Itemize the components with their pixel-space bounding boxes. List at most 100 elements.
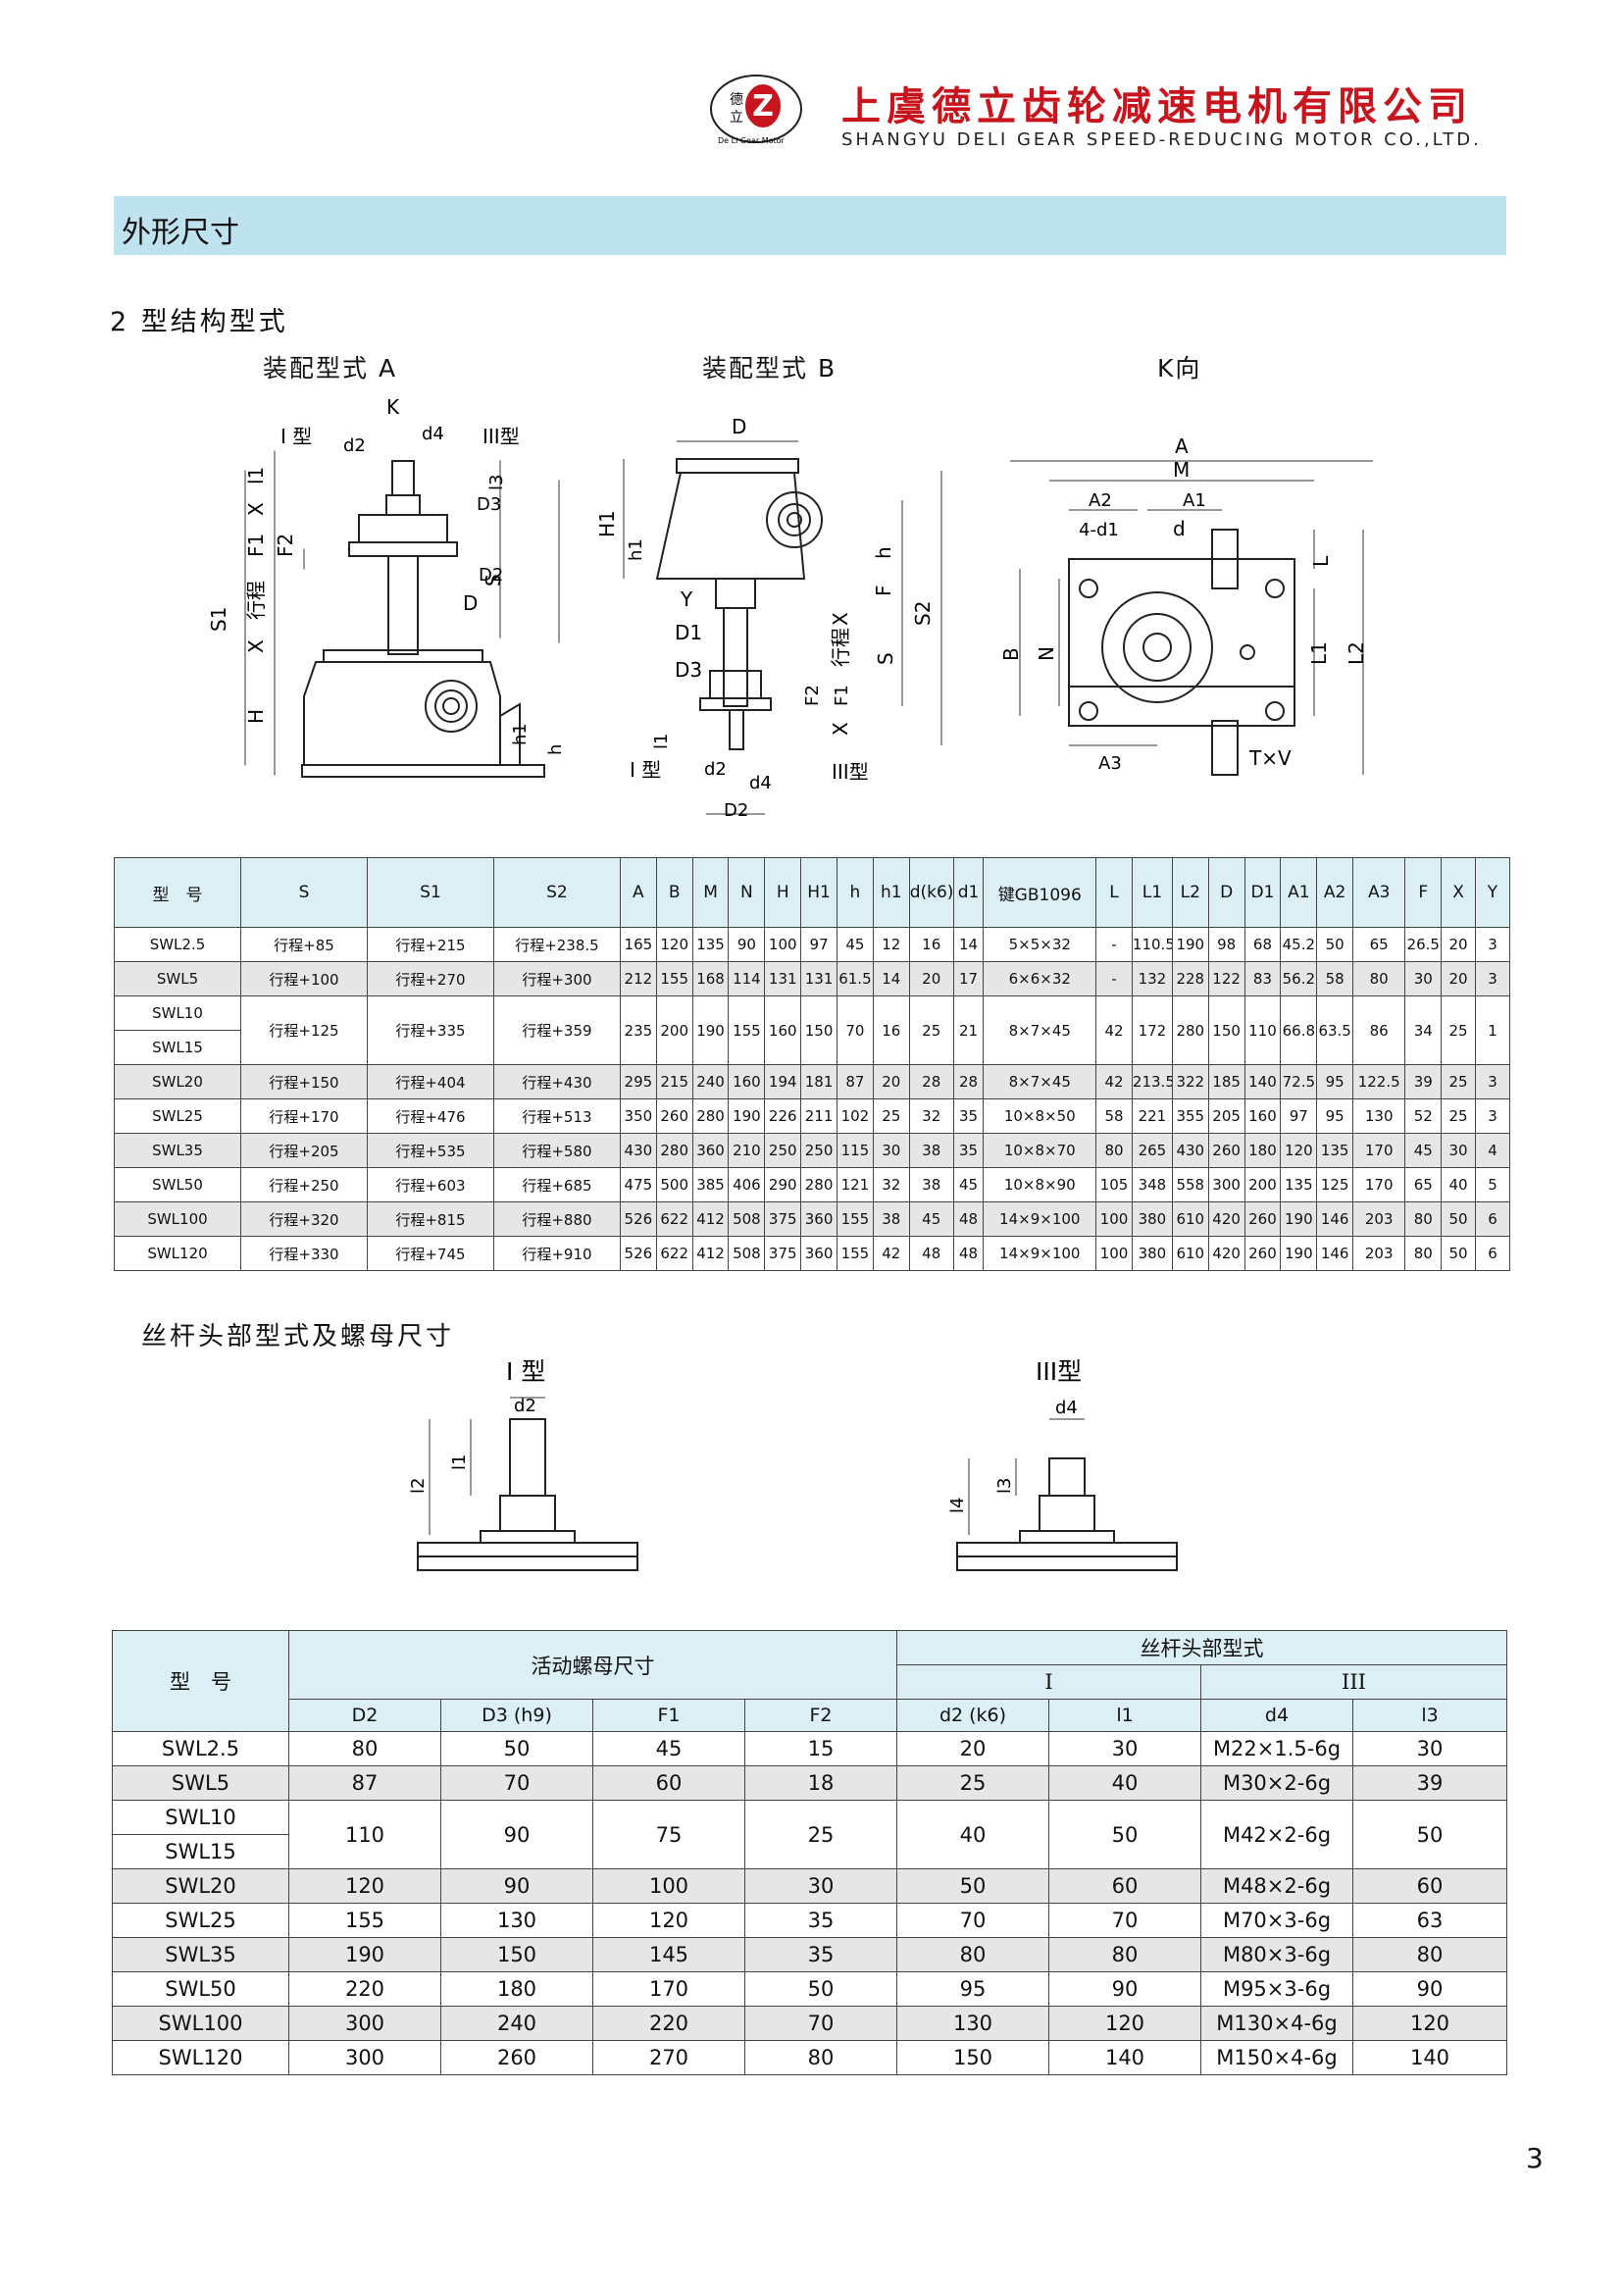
table-cell: 172	[1131, 995, 1173, 1065]
table-cell: 行程+535	[366, 1133, 494, 1168]
table-cell: 610	[1171, 1236, 1209, 1271]
table-cell: 260	[1207, 1133, 1245, 1168]
table-cell: 375	[764, 1201, 802, 1237]
table-cell: 6	[1474, 1201, 1511, 1237]
table-cell: 32	[908, 1098, 954, 1134]
table-cell: 25	[1441, 1064, 1476, 1099]
table-cell: 61.5	[837, 961, 874, 996]
table-cell: 60	[592, 1765, 745, 1801]
table-cell: 80	[1404, 1236, 1443, 1271]
table-cell: 25	[872, 1098, 910, 1134]
sub-header: F1	[592, 1699, 745, 1732]
table-cell: 17	[952, 961, 985, 996]
svg-text:l1: l1	[244, 467, 268, 484]
table-cell: 8×7×45	[983, 1064, 1097, 1099]
table-cell: 508	[728, 1201, 766, 1237]
col-header: Y	[1474, 857, 1511, 928]
svg-text:D: D	[732, 415, 746, 438]
table-cell: 63.5	[1316, 995, 1354, 1065]
table-cell: 30	[1404, 961, 1443, 996]
head-header: 丝杆头部型式	[896, 1630, 1507, 1665]
table-cell: 68	[1243, 927, 1282, 962]
table-cell: 行程+330	[239, 1236, 368, 1271]
nut-header: 活动螺母尺寸	[288, 1630, 897, 1700]
svg-text:M: M	[1173, 458, 1190, 482]
table-cell: 120	[1280, 1133, 1318, 1168]
table-cell: 110.5	[1131, 927, 1173, 962]
table-cell: 行程+580	[492, 1133, 621, 1168]
caption-k-view: K向	[1157, 354, 1202, 382]
col-header: S	[239, 857, 368, 928]
table-cell: 80	[896, 1937, 1049, 1972]
table-cell: 70	[744, 2006, 897, 2041]
table-cell: 150	[800, 995, 837, 1065]
table-cell: 14×9×100	[983, 1236, 1097, 1271]
table-cell: 220	[592, 2006, 745, 2041]
table-cell: 110	[288, 1800, 441, 1869]
table-cell: 15	[744, 1731, 897, 1766]
svg-text:d: d	[1173, 517, 1186, 540]
table-cell: 160	[728, 1064, 766, 1099]
table-cell: 3	[1474, 961, 1511, 996]
table-cell: 70	[837, 995, 874, 1065]
table-cell: 90	[440, 1868, 593, 1904]
table-cell: 行程+320	[239, 1201, 368, 1237]
svg-text:A2: A2	[1089, 490, 1112, 511]
table-cell: M130×4-6g	[1200, 2006, 1353, 2041]
table-cell: 行程+404	[366, 1064, 494, 1099]
svg-text:F1: F1	[244, 534, 268, 557]
table-cell: 130	[896, 2006, 1049, 2041]
table-cell: 160	[1243, 1098, 1282, 1134]
svg-text:L2: L2	[1345, 641, 1368, 665]
table-cell: 100	[1095, 1201, 1133, 1237]
svg-text:S2: S2	[911, 601, 935, 626]
col-header: 键GB1096	[983, 857, 1097, 928]
type-i-header: I	[896, 1664, 1201, 1700]
table-cell: 20	[1441, 927, 1476, 962]
table-cell: 行程+150	[239, 1064, 368, 1099]
table-cell: 45	[908, 1201, 954, 1237]
table-cell: 348	[1131, 1167, 1173, 1202]
table-cell: 190	[691, 995, 730, 1065]
svg-text:行程: 行程	[244, 581, 268, 620]
svg-text:d4: d4	[1055, 1398, 1078, 1418]
table-cell: SWL15	[114, 1030, 241, 1065]
table-cell: 50	[1441, 1236, 1476, 1271]
table-cell: 42	[1095, 995, 1133, 1065]
table-cell: 63	[1352, 1903, 1507, 1938]
table-cell: 95	[896, 1971, 1049, 2007]
table-cell: 280	[691, 1098, 730, 1134]
table-cell: 360	[800, 1201, 837, 1237]
sub-header: D2	[288, 1699, 441, 1732]
col-header: L1	[1131, 857, 1173, 928]
table-cell: 35	[952, 1098, 985, 1134]
table-cell: 30	[744, 1868, 897, 1904]
table-cell: 97	[1280, 1098, 1318, 1134]
svg-text:I 型: I 型	[506, 1357, 545, 1386]
svg-text:d2: d2	[704, 759, 727, 780]
table-cell: 80	[1352, 1937, 1507, 1972]
table-cell: 190	[728, 1098, 766, 1134]
svg-text:h1: h1	[626, 538, 646, 561]
table-cell: 170	[1352, 1167, 1406, 1202]
table-cell: 25	[744, 1800, 897, 1869]
table-cell: 280	[655, 1133, 693, 1168]
model-cell: SWL50	[114, 1167, 241, 1202]
svg-text:F: F	[872, 585, 895, 596]
table-cell: 146	[1316, 1236, 1354, 1271]
table-cell: 50	[1441, 1201, 1476, 1237]
table-cell: 420	[1207, 1236, 1245, 1271]
table-cell: 135	[1280, 1167, 1318, 1202]
svg-text:D2: D2	[479, 565, 503, 586]
table-cell: 25	[896, 1765, 1049, 1801]
table-cell: 360	[691, 1133, 730, 1168]
model-cell: SWL20	[112, 1868, 289, 1904]
table-cell: 行程+170	[239, 1098, 368, 1134]
svg-text:L1: L1	[1307, 641, 1331, 665]
table-cell: 45	[1404, 1133, 1443, 1168]
svg-text:德: 德	[730, 92, 743, 108]
table-cell: 60	[1048, 1868, 1201, 1904]
